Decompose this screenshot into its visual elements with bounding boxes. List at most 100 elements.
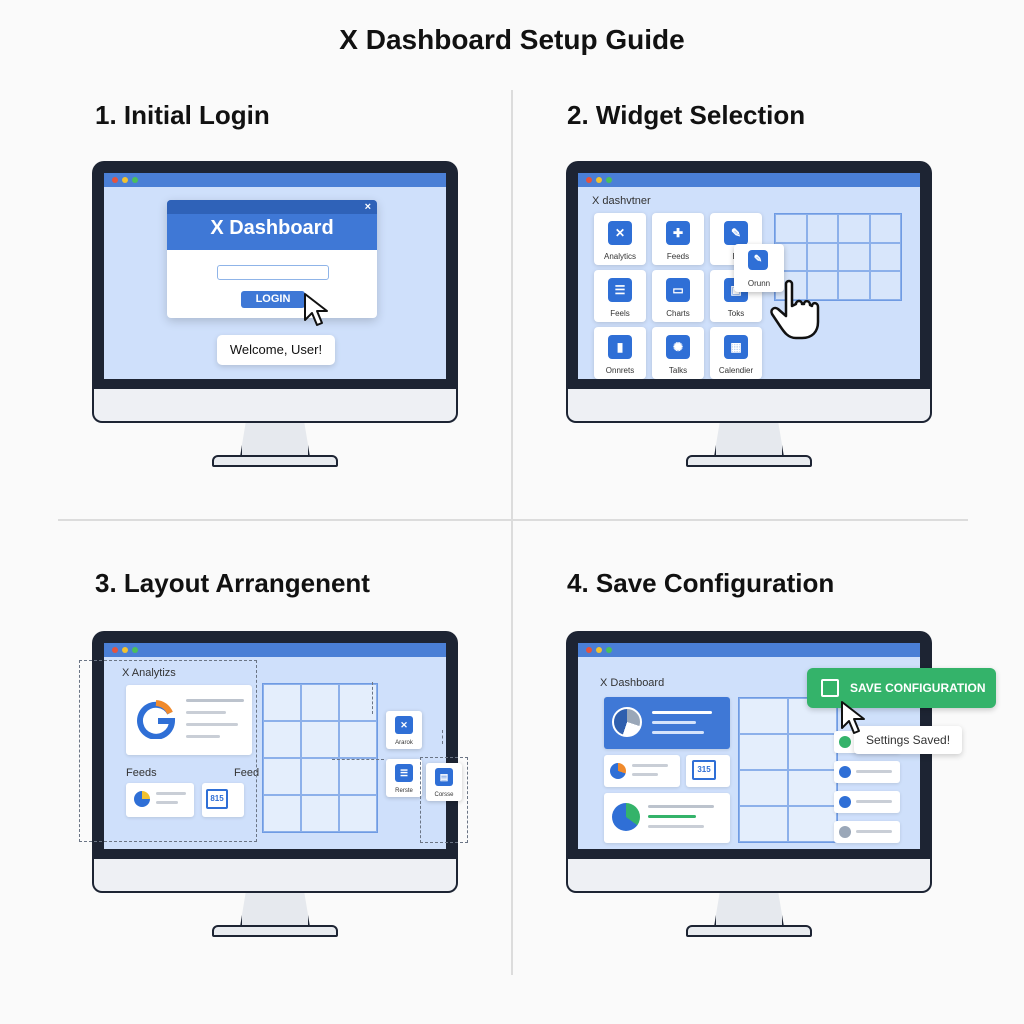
arrow-cursor-icon — [841, 701, 865, 734]
browser-bar — [104, 643, 446, 657]
dragged-widget-icon: ✎ — [748, 250, 768, 270]
login-input[interactable] — [217, 265, 329, 280]
drag-guide-arrow — [332, 759, 384, 760]
drag-guide-left — [79, 660, 257, 842]
step-2-title: 2. Widget Selection — [567, 100, 806, 130]
analytics-logo-icon — [137, 700, 176, 739]
maximize-dot-icon — [132, 177, 138, 183]
talks-icon: ✺ — [666, 335, 690, 359]
monitor-neck — [240, 423, 310, 457]
side-widget-label: Corsse — [434, 792, 454, 798]
close-dot-icon — [112, 647, 118, 653]
step-1-title: 1. Initial Login — [95, 100, 270, 130]
screen-label: X Analytizs — [122, 667, 176, 679]
close-dot-icon — [586, 647, 592, 653]
widget-label: Charts — [666, 309, 690, 318]
chart-icon: ✎ — [724, 221, 748, 245]
close-icon[interactable]: × — [364, 201, 371, 213]
widget-label: Talks — [668, 366, 688, 375]
list-row — [834, 761, 900, 783]
widget-tile[interactable]: ✚ Feeds — [652, 213, 704, 265]
settings-saved-toast: Settings Saved! — [854, 726, 962, 754]
document-icon: ▤ — [435, 768, 453, 786]
layout-grid[interactable] — [774, 213, 902, 301]
list-icon: ☰ — [395, 764, 413, 782]
widget-tile[interactable]: ☰Feels — [594, 270, 646, 322]
pie-icon — [610, 763, 626, 779]
widget-tile[interactable]: ▮ Onnrets — [594, 327, 646, 379]
login-window: × X Dashboard LOGIN — [167, 200, 377, 318]
calendar-icon: ▦ — [724, 335, 748, 359]
calendar-icon: 315 — [692, 760, 716, 780]
monitor-chin — [566, 859, 932, 893]
calendar-card[interactable]: 815 — [202, 783, 244, 817]
vertical-divider — [511, 90, 513, 975]
browser-bar — [104, 173, 446, 187]
feeds-icon: ✚ — [666, 221, 690, 245]
monitor-base — [212, 925, 338, 937]
widget-tile[interactable]: ✕Analytics — [594, 213, 646, 265]
widget-label: Analytics — [603, 252, 636, 261]
monitor-chin — [92, 859, 458, 893]
step-4-monitor: X Dashboard 315 — [566, 631, 932, 941]
feeds-card[interactable] — [604, 755, 680, 787]
drag-guide-right — [420, 757, 468, 843]
save-configuration-button[interactable]: SAVE CONFIGURATION — [807, 668, 996, 708]
widget-label: Calendier — [718, 366, 754, 375]
step-3-title: 3. Layout Arrangenent — [95, 568, 370, 598]
widget-tile[interactable]: ▭ Charts — [652, 270, 704, 322]
side-widget-label: Rerste — [395, 788, 413, 794]
monitor-base — [686, 925, 812, 937]
minimize-dot-icon — [596, 177, 602, 183]
bookmark-icon: ▮ — [608, 335, 632, 359]
horizontal-divider — [58, 519, 968, 521]
browser-bar — [578, 173, 920, 187]
monitor-screen: × X Dashboard LOGIN Welcome, User! — [104, 173, 446, 379]
close-dot-icon — [586, 177, 592, 183]
login-button[interactable]: LOGIN — [241, 291, 305, 308]
chart-card[interactable] — [604, 793, 730, 843]
list-row — [834, 791, 900, 813]
widget-label: Feeds — [666, 252, 690, 261]
list-icon: ☰ — [608, 278, 632, 302]
list-row — [834, 821, 900, 843]
dragged-widget-label: Orunn — [747, 279, 771, 288]
minimize-dot-icon — [122, 647, 128, 653]
calendar-icon: 815 — [206, 789, 228, 809]
widget-label: Onnrets — [605, 366, 635, 375]
welcome-message: Welcome, User! — [217, 335, 335, 365]
page-title: X Dashboard Setup Guide — [339, 24, 685, 55]
layout-grid[interactable] — [262, 683, 378, 833]
drag-guide-arrow — [372, 682, 373, 714]
widget-tile[interactable]: ▦ Calendier — [710, 327, 762, 379]
analytics-card[interactable] — [126, 685, 252, 755]
side-widget-tile[interactable]: ☰ Rerste — [386, 759, 422, 797]
monitor-base — [686, 455, 812, 467]
analytics-summary-card[interactable] — [604, 697, 730, 749]
feeds-card[interactable] — [126, 783, 194, 817]
monitor-screen: X dashvtner ✕Analytics✚Feeds✎Bi☰Feels▭Ch… — [578, 173, 920, 379]
side-widget-tile[interactable]: ▤ Corsse — [426, 763, 462, 801]
monitor-neck — [714, 423, 784, 457]
maximize-dot-icon — [606, 647, 612, 653]
monitor-chin — [566, 389, 932, 423]
drag-guide-arrow — [442, 730, 443, 744]
feeds-label: Feeds — [126, 767, 157, 779]
pie-icon — [134, 791, 150, 807]
monitor-screen: X Analytizs Feeds Feed 815 ✕Araro — [104, 643, 462, 849]
side-widget-tile[interactable]: ✕Ararok — [386, 711, 422, 749]
browser-bar — [578, 643, 920, 657]
hand-cursor-icon — [770, 279, 820, 340]
screen-label: X dashvtner — [592, 195, 651, 207]
calendar-card[interactable]: 315 — [686, 755, 730, 787]
widget-tile[interactable]: ✺ Talks — [652, 327, 704, 379]
charts-icon: ▭ — [666, 278, 690, 302]
monitor-chin — [92, 389, 458, 423]
widget-label: Toks — [727, 309, 745, 318]
dragged-widget[interactable]: ✎ Orunn — [734, 244, 784, 292]
layout-grid[interactable] — [738, 697, 838, 843]
login-header: × X Dashboard — [167, 200, 377, 250]
side-widget-label: Ararok — [395, 740, 413, 746]
monitor-neck — [240, 893, 310, 927]
screen-label: X Dashboard — [600, 677, 665, 689]
